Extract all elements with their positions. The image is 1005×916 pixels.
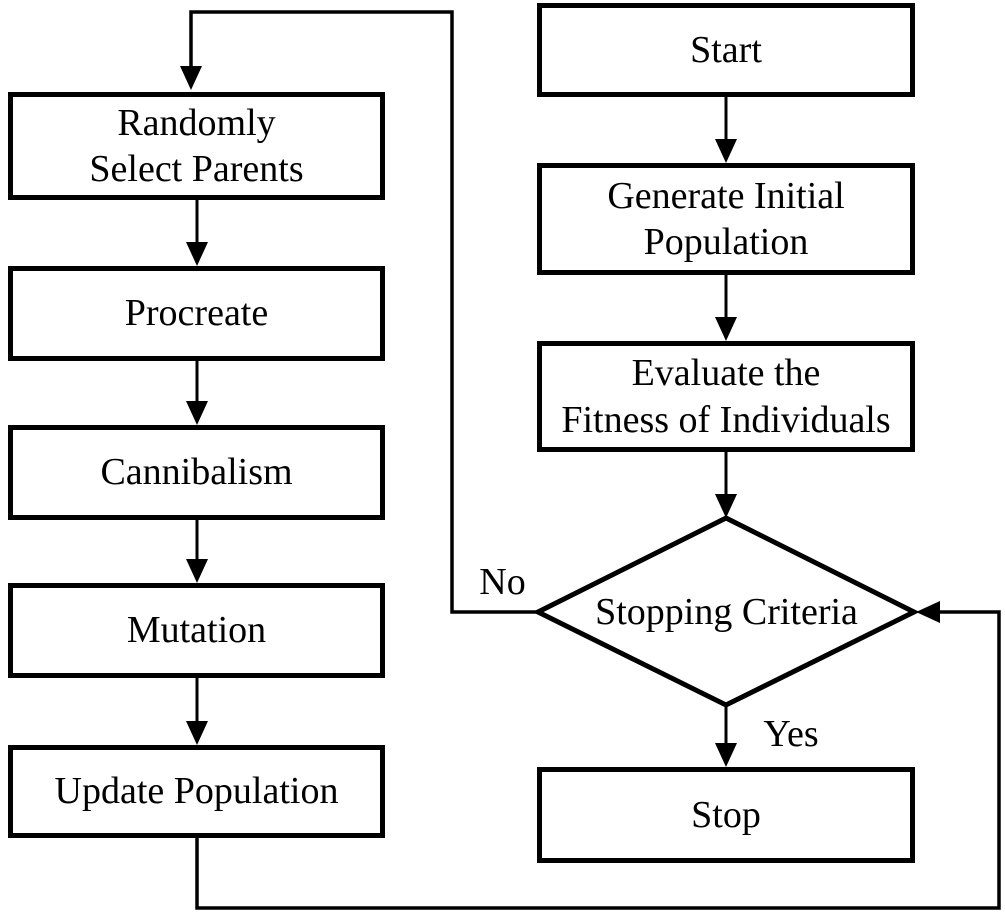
node-stop: Stop [537,767,915,863]
edge-generate-to-evaluate [715,275,737,341]
edge-randomly-select-parents-to-procreate [186,200,208,266]
edge-start-to-generate [715,97,737,163]
edge-stopping-criteria-to-stop [715,705,737,767]
node-cannibalism: Cannibalism [8,425,385,520]
node-start: Start [537,3,915,97]
edge-mutation-to-update-population [186,678,208,745]
edge-stopping-criteria-to-randomly-select-parents [180,10,538,614]
edge-evaluate-to-stopping-criteria [715,452,737,518]
node-evaluate-fitness: Evaluate the Fitness of Individuals [537,341,915,452]
edge-update-population-to-stopping-criteria [195,601,1001,910]
edge-label-no: No [479,561,526,603]
node-stopping-criteria: Stopping Criteria [595,591,858,633]
node-randomly-select-parents: Randomly Select Parents [8,92,385,200]
edge-label-yes: Yes [763,713,819,755]
node-mutation: Mutation [8,583,385,678]
node-update-population: Update Population [8,745,385,838]
edge-procreate-to-cannibalism [186,361,208,425]
edge-cannibalism-to-mutation [186,520,208,583]
node-generate-initial-population: Generate Initial Population [537,163,915,275]
node-procreate: Procreate [8,266,385,361]
